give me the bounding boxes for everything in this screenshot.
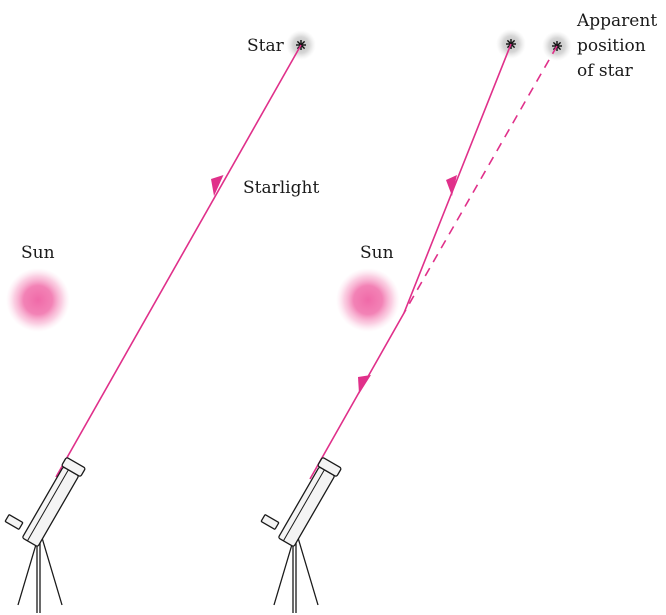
apparent-label-line-3: of star xyxy=(577,61,634,81)
starlight-ray xyxy=(55,44,302,478)
apparent-direction-line xyxy=(403,45,558,314)
star-label: Star xyxy=(247,36,285,56)
sun-icon xyxy=(6,268,70,332)
apparent-position-label: Apparent position of star xyxy=(576,11,663,81)
sun-label: Sun xyxy=(21,243,55,263)
ray-direction-arrow xyxy=(446,175,457,196)
apparent-label-line-1: Apparent xyxy=(576,11,657,31)
ray-direction-arrow xyxy=(358,375,371,394)
starlight-label: Starlight xyxy=(243,178,319,198)
left-panel: Star Starlight Sun xyxy=(4,30,319,613)
telescope-icon xyxy=(4,457,86,613)
right-panel: Apparent position of star Sun xyxy=(260,11,663,613)
ray-direction-arrow xyxy=(211,175,224,196)
sun-label: Sun xyxy=(360,243,394,263)
bent-starlight-ray xyxy=(309,43,512,480)
telescope-icon xyxy=(260,457,342,613)
sun-icon xyxy=(336,268,400,332)
apparent-label-line-2: position xyxy=(577,36,646,56)
